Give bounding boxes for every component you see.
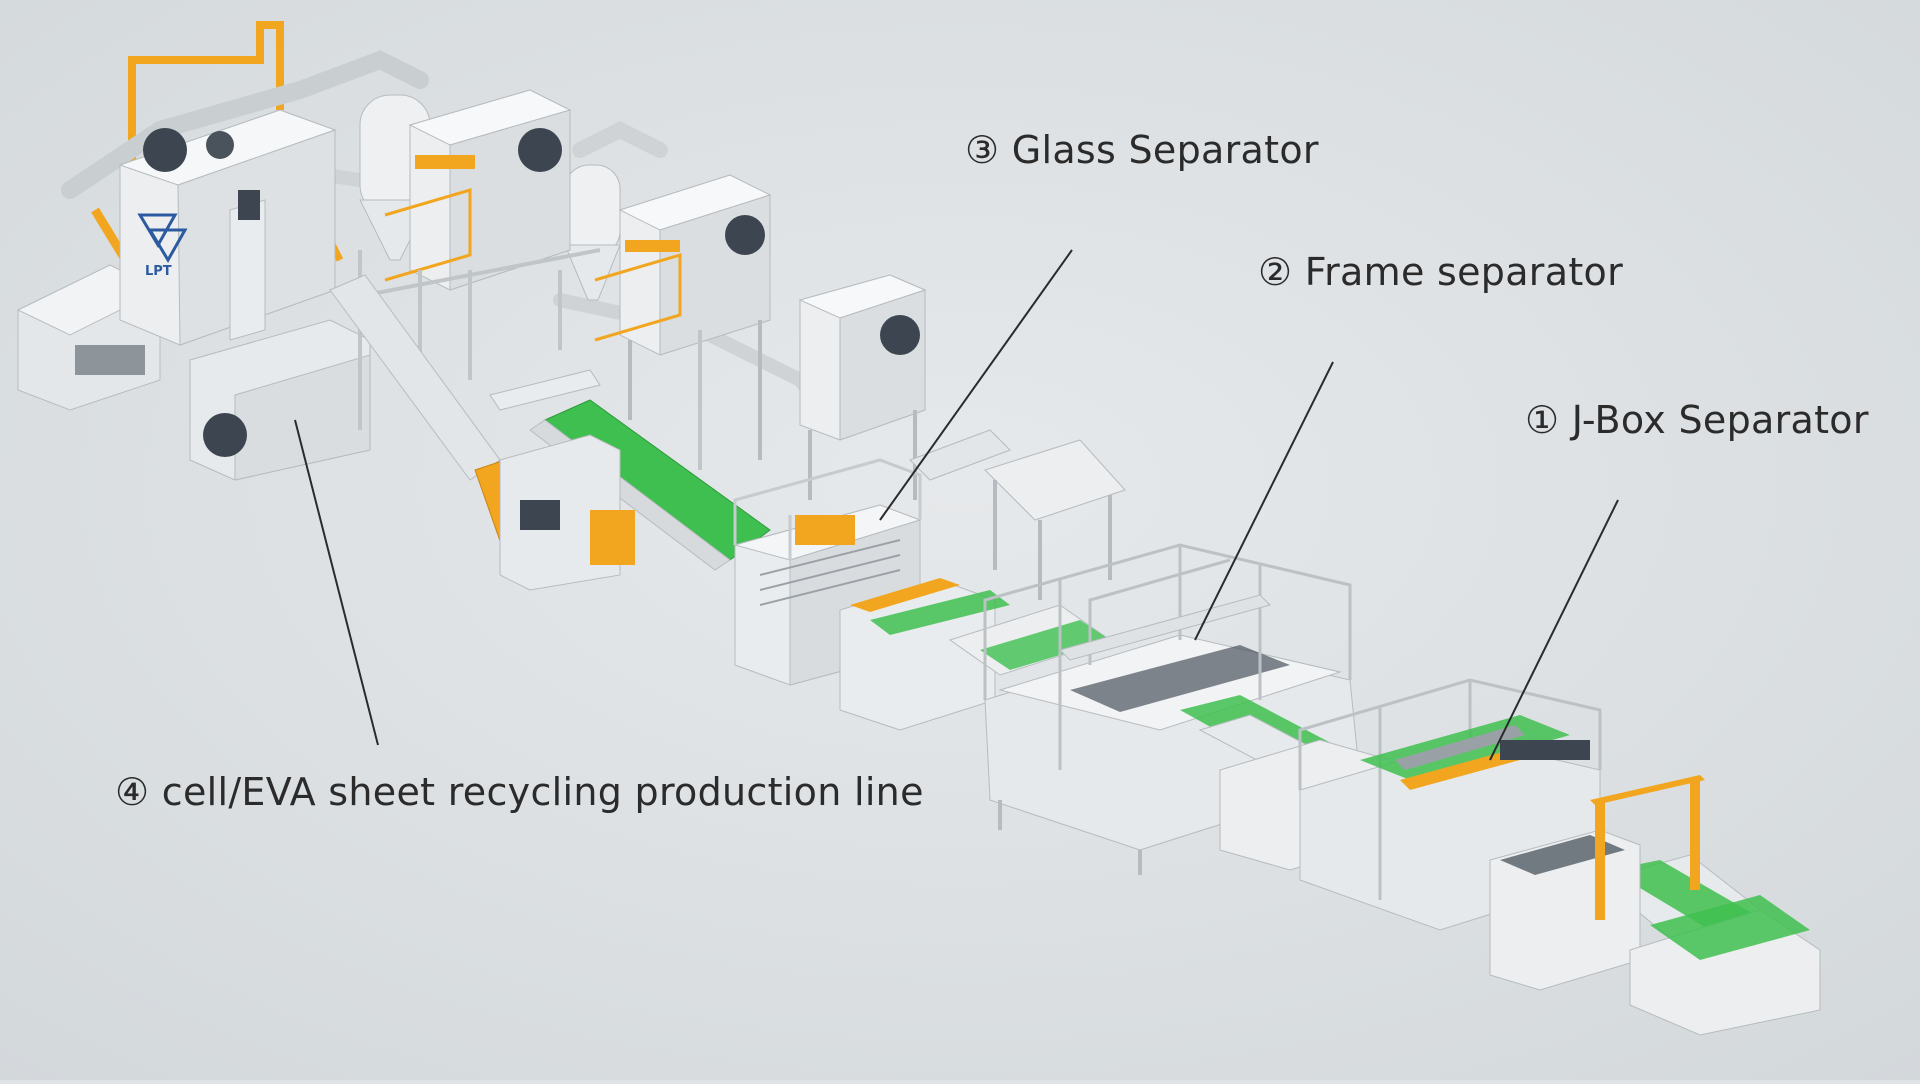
loading-station: [1489, 775, 1821, 1036]
company-logo: LPT: [137, 213, 188, 279]
glass-separator-machine: [733, 429, 1126, 731]
callout-jbox-separator: ① J-Box Separator: [1525, 398, 1869, 442]
frame-clamp-table: [1070, 645, 1290, 712]
orange-railing: [594, 252, 682, 342]
motor: [203, 413, 247, 457]
leader-line-frame: [1194, 361, 1334, 641]
callout-glass-separator: ③ Glass Separator: [965, 128, 1319, 172]
duct: [61, 50, 429, 199]
motor: [520, 500, 560, 530]
callout-cell-eva-line: ④ cell/EVA sheet recycling production li…: [115, 770, 924, 814]
leader-line-cell: [294, 419, 379, 746]
glass-bin: [984, 439, 1126, 521]
orange-gantry: [1590, 775, 1705, 805]
orange-railing: [384, 187, 472, 282]
leader-lines: [294, 249, 1619, 761]
fan-motor: [143, 128, 187, 172]
fan-motor: [880, 315, 920, 355]
hopper-motor: [238, 190, 260, 220]
leader-line-jbox: [1489, 499, 1619, 761]
logo-text: LPT: [145, 264, 172, 279]
green-conveyor-belt: [870, 590, 1010, 635]
gantry-beam: [1059, 594, 1271, 661]
duct: [572, 121, 668, 158]
leader-line-glass: [879, 249, 1073, 521]
green-conveyor-belt: [1650, 895, 1810, 960]
panel-tray: [1500, 835, 1625, 875]
jbox-cutter-rail: [1395, 725, 1525, 770]
orange-roller: [795, 515, 855, 545]
cell-eva-recycling-line: LPT: [16, 21, 927, 591]
orange-roller: [850, 578, 960, 612]
cyclone-tank: [564, 164, 621, 256]
callout-frame-separator: ② Frame separator: [1258, 250, 1623, 294]
orange-pipe: [128, 21, 284, 170]
fan-motor: [725, 215, 765, 255]
fan-motor: [518, 128, 562, 172]
